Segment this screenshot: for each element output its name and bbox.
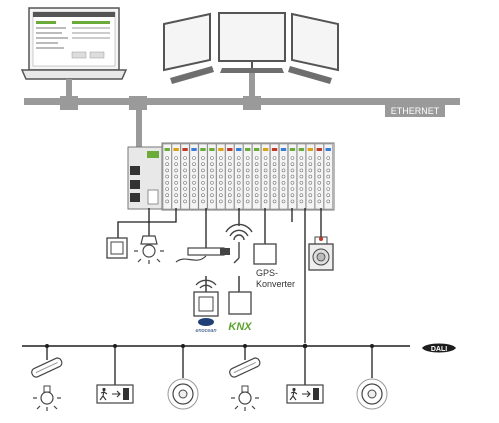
knx-switch-icon: [228, 291, 252, 315]
dali-label: DALI: [431, 346, 447, 353]
monitor-icon: [163, 12, 339, 84]
dali-bus: [22, 343, 410, 385]
wireless-antenna-icon: [225, 223, 253, 264]
knx-logo-text: KNX: [228, 321, 252, 333]
io-module-slice: [189, 143, 199, 210]
ethernet-bus: [24, 73, 460, 149]
io-module-slice: [287, 143, 297, 210]
io-module-slice: [270, 143, 280, 210]
io-module-slice: [261, 143, 271, 210]
enocean-switch-icon: [193, 279, 219, 326]
io-module-slice: [243, 143, 253, 210]
io-module-slice: [162, 143, 172, 210]
io-module-slice: [323, 143, 333, 210]
io-module-slice: [198, 143, 208, 210]
field-wiring: [117, 208, 322, 343]
laptop-icon: [20, 7, 128, 80]
io-module-slice: [296, 143, 306, 210]
io-module-slice: [180, 143, 190, 210]
motion-sensor-icon: [175, 247, 230, 263]
ethernet-label: ETHERNET: [391, 106, 440, 116]
io-module-slice: [216, 143, 226, 210]
io-module-slice: [252, 143, 262, 210]
alarm-button-icon: [308, 236, 334, 271]
io-module-slice: [234, 143, 244, 210]
downlight-icon: [356, 378, 388, 410]
wall-switch-icon: [106, 237, 128, 259]
gps-label-line1: GPS-: [256, 268, 278, 278]
gps-converter-icon: [253, 243, 277, 265]
io-module-slice: [314, 143, 324, 210]
emergency-light-icon: [31, 357, 63, 411]
emergency-light-icon: [229, 357, 261, 411]
gps-label-line2: Konverter: [256, 279, 295, 289]
io-module-slice: [207, 143, 217, 210]
lamp-icon: [134, 235, 164, 264]
exit-sign-icon: [286, 384, 324, 404]
downlight-icon: [167, 378, 199, 410]
io-module-rack: [162, 143, 333, 210]
io-module-slice: [305, 143, 315, 210]
exit-sign-icon: [96, 384, 134, 404]
io-module-slice: [171, 143, 181, 210]
io-module-slice: [225, 143, 235, 210]
io-module-slice: [279, 143, 288, 210]
enocean-logo-text: enocean: [195, 328, 216, 334]
dali-logo: [422, 343, 456, 353]
